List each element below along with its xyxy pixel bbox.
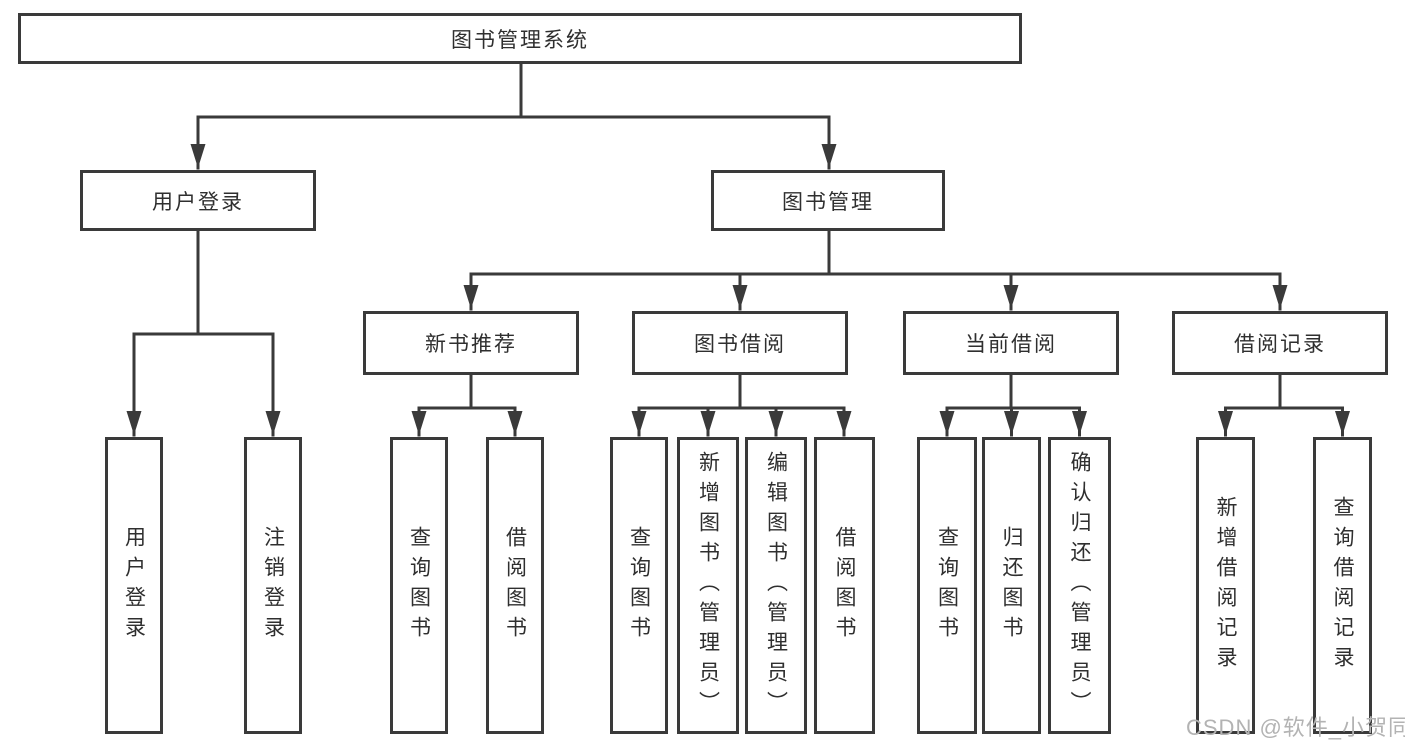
node-label: 图书管理 <box>782 190 874 214</box>
connector-book-management-trunk <box>469 229 1282 276</box>
leaf-label: 新增图书（管理员） <box>696 450 720 721</box>
leaf-label: 用户登录 <box>122 525 146 646</box>
leaf-query-books-3: 查询图书 <box>917 437 977 734</box>
leaf-query-books-1: 查询图书 <box>390 437 448 734</box>
node-label: 用户登录 <box>152 190 244 214</box>
connector-current-borrow-trunk <box>945 373 1081 410</box>
leaf-label: 新增借阅记录 <box>1214 495 1237 676</box>
leaf-user-login: 用户登录 <box>105 437 163 734</box>
node-new-book-recommend: 新书推荐 <box>363 311 579 375</box>
leaf-query-borrow-record: 查询借阅记录 <box>1313 437 1372 734</box>
leaf-label: 借阅图书 <box>833 525 856 646</box>
node-label: 当前借阅 <box>965 333 1057 356</box>
connector-new-book-trunk <box>417 373 517 410</box>
node-label: 借阅记录 <box>1234 333 1326 356</box>
leaf-label: 编辑图书（管理员） <box>764 450 788 721</box>
leaf-borrow-books-1: 借阅图书 <box>486 437 544 734</box>
leaf-add-book-admin: 新增图书（管理员） <box>677 437 739 734</box>
csdn-watermark: CSDN @软件_小贺同学 <box>1186 715 1405 740</box>
node-book-borrow: 图书借阅 <box>632 311 848 375</box>
leaf-borrow-books-2: 借阅图书 <box>814 437 875 734</box>
node-label: 图书借阅 <box>694 333 786 356</box>
connector-user-login-trunk <box>132 229 275 336</box>
leaf-edit-book-admin: 编辑图书（管理员） <box>745 437 807 734</box>
node-label: 图书管理系统 <box>451 28 589 52</box>
leaf-return-book: 归还图书 <box>982 437 1041 734</box>
leaf-label: 查询图书 <box>407 525 431 646</box>
leaf-label: 归还图书 <box>1000 525 1023 646</box>
leaf-label: 查询图书 <box>935 525 959 646</box>
node-library-management-system: 图书管理系统 <box>18 13 1022 64</box>
leaf-query-books-2: 查询图书 <box>610 437 668 734</box>
leaf-label: 确认归还（管理员） <box>1068 450 1091 721</box>
leaf-add-borrow-record: 新增借阅记录 <box>1196 437 1255 734</box>
node-user-login: 用户登录 <box>80 170 316 231</box>
connector-borrow-record-trunk <box>1224 373 1344 410</box>
leaf-logout: 注销登录 <box>244 437 302 734</box>
node-borrow-records: 借阅记录 <box>1172 311 1388 375</box>
connector-root-trunk <box>196 62 831 119</box>
node-label: 新书推荐 <box>425 333 517 356</box>
leaf-label: 查询图书 <box>627 525 651 646</box>
leaf-label: 借阅图书 <box>503 525 527 646</box>
node-book-management: 图书管理 <box>711 170 945 231</box>
leaf-label: 查询借阅记录 <box>1331 495 1354 676</box>
leaf-confirm-return-admin: 确认归还（管理员） <box>1048 437 1111 734</box>
leaf-label: 注销登录 <box>261 525 285 646</box>
connector-book-borrow-trunk <box>637 373 846 410</box>
node-current-borrow: 当前借阅 <box>903 311 1119 375</box>
